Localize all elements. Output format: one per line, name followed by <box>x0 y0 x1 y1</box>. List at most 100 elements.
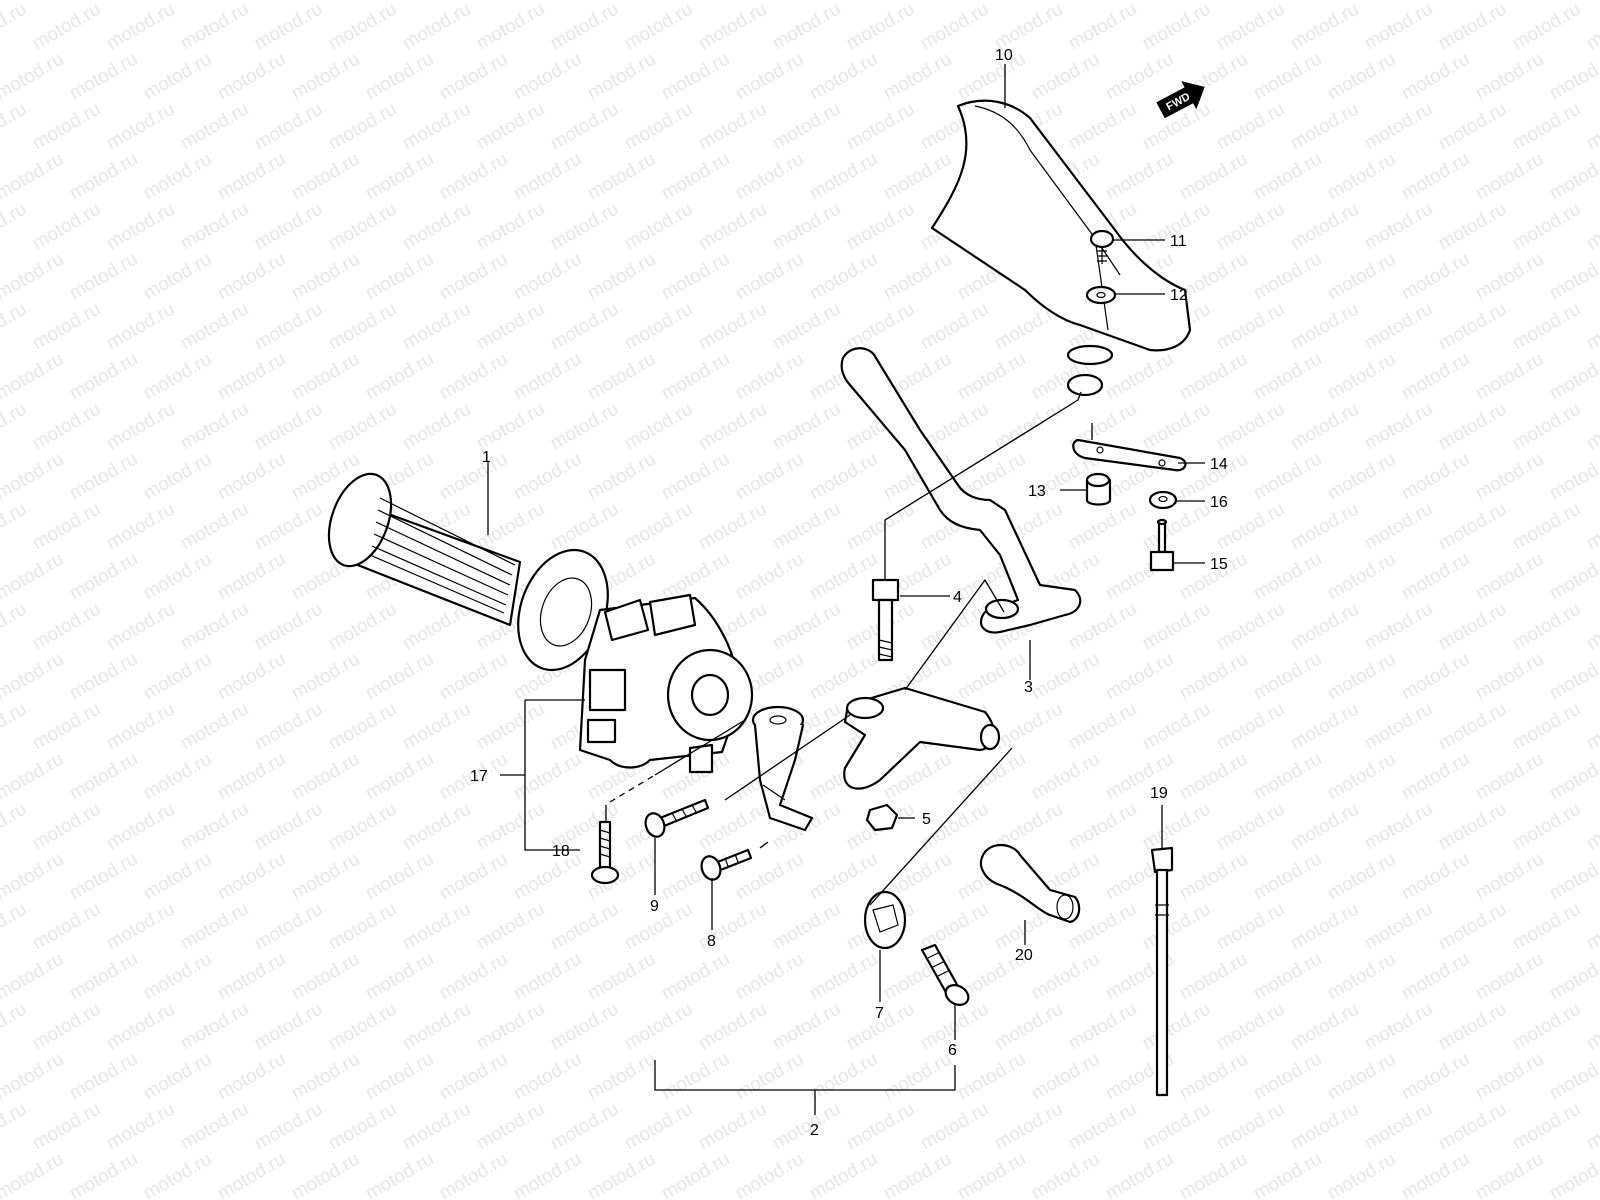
lever-holder <box>751 705 814 832</box>
watermark-text: motod.ru <box>288 149 363 205</box>
watermark-text: motod.ru <box>1361 399 1436 455</box>
watermark-text: motod.ru <box>436 0 511 4</box>
watermark-text: motod.ru <box>0 599 30 655</box>
watermark-text: motod.ru <box>177 999 252 1055</box>
callout-8: 8 <box>707 933 716 950</box>
watermark-text: motod.ru <box>1509 0 1584 54</box>
watermark-text: motod.ru <box>1176 649 1251 705</box>
watermark-text: motod.ru <box>1028 749 1103 805</box>
watermark-text: motod.ru <box>1583 999 1600 1055</box>
watermark-text: motod.ru <box>1509 899 1584 955</box>
watermark-text: motod.ru <box>436 1049 511 1105</box>
watermark-text: motod.ru <box>1102 349 1177 405</box>
watermark-text: motod.ru <box>621 299 696 355</box>
watermark-text: motod.ru <box>140 0 215 4</box>
watermark-text: motod.ru <box>1324 349 1399 405</box>
watermark-text: motod.ru <box>29 999 104 1055</box>
watermark-text: motod.ru <box>325 999 400 1055</box>
watermark-text: motod.ru <box>288 949 363 1005</box>
watermark-text: motod.ru <box>1250 449 1325 505</box>
watermark-text: motod.ru <box>1472 749 1547 805</box>
watermark-text: motod.ru <box>325 799 400 855</box>
watermark-text: motod.ru <box>584 349 659 405</box>
watermark-text: motod.ru <box>1028 0 1103 4</box>
watermark-text: motod.ru <box>473 399 548 455</box>
watermark-text: motod.ru <box>658 149 733 205</box>
watermark-text: motod.ru <box>1102 149 1177 205</box>
watermark-text: motod.ru <box>1435 1099 1510 1155</box>
watermark-text: motod.ru <box>399 199 474 255</box>
callout-5: 5 <box>922 811 931 828</box>
watermark-text: motod.ru <box>473 0 548 54</box>
watermark-text: motod.ru <box>0 349 67 405</box>
watermark-text: motod.ru <box>1324 49 1399 105</box>
watermark-text: motod.ru <box>0 1099 30 1155</box>
watermark-text: motod.ru <box>1287 899 1362 955</box>
watermark-text: motod.ru <box>1509 499 1584 555</box>
watermark-text: motod.ru <box>0 99 30 155</box>
watermark-text: motod.ru <box>1398 1149 1473 1200</box>
watermark-text: motod.ru <box>621 0 696 54</box>
watermark-text: motod.ru <box>29 899 104 955</box>
watermark-text: motod.ru <box>1361 799 1436 855</box>
watermark-text: motod.ru <box>66 449 141 505</box>
watermark-text: motod.ru <box>1065 799 1140 855</box>
watermark-text: motod.ru <box>1509 999 1584 1055</box>
watermark-text: motod.ru <box>1287 799 1362 855</box>
watermark-text: motod.ru <box>1213 799 1288 855</box>
callout-11: 11 <box>1170 233 1187 250</box>
watermark-text: motod.ru <box>510 249 585 305</box>
watermark-text: motod.ru <box>1250 749 1325 805</box>
callout-12: 12 <box>1170 287 1188 304</box>
watermark-text: motod.ru <box>103 899 178 955</box>
watermark-text: motod.ru <box>510 0 585 4</box>
watermark-text: motod.ru <box>103 0 178 54</box>
watermark-text: motod.ru <box>584 1049 659 1105</box>
watermark-text: motod.ru <box>177 399 252 455</box>
watermark-text: motod.ru <box>1287 499 1362 555</box>
screw-18 <box>590 820 620 885</box>
watermark-text: motod.ru <box>1361 0 1436 54</box>
watermark-text: motod.ru <box>1176 849 1251 905</box>
watermark-text: motod.ru <box>732 149 807 205</box>
callout-20: 20 <box>1015 947 1033 964</box>
watermark-text: motod.ru <box>29 699 104 755</box>
watermark-text: motod.ru <box>1509 799 1584 855</box>
watermark-text: motod.ru <box>1472 1049 1547 1105</box>
watermark-text: motod.ru <box>1472 49 1547 105</box>
watermark-text: motod.ru <box>436 849 511 905</box>
switch-housing-17 <box>578 593 754 774</box>
watermark-text: motod.ru <box>29 99 104 155</box>
watermark-text: motod.ru <box>140 1049 215 1105</box>
watermark-text: motod.ru <box>399 99 474 155</box>
watermark-text: motod.ru <box>1546 649 1600 705</box>
watermark-text: motod.ru <box>29 1099 104 1155</box>
watermark-text: motod.ru <box>843 299 918 355</box>
watermark-text: motod.ru <box>103 999 178 1055</box>
watermark-text: motod.ru <box>1250 249 1325 305</box>
watermark-text: motod.ru <box>1435 99 1510 155</box>
watermark-text: motod.ru <box>29 299 104 355</box>
watermark-text: motod.ru <box>1324 1149 1399 1200</box>
boot-20 <box>979 843 1081 924</box>
watermark-text: motod.ru <box>0 549 67 605</box>
watermark-text: motod.ru <box>1324 0 1399 4</box>
watermark-text: motod.ru <box>251 1099 326 1155</box>
watermark-text: motod.ru <box>510 449 585 505</box>
watermark-text: motod.ru <box>1509 199 1584 255</box>
watermark-text: motod.ru <box>547 899 622 955</box>
watermark-text: motod.ru <box>1583 1099 1600 1155</box>
watermark-text: motod.ru <box>473 99 548 155</box>
watermark-text: motod.ru <box>288 1049 363 1105</box>
watermark-text: motod.ru <box>1583 199 1600 255</box>
watermark-text: motod.ru <box>1472 549 1547 605</box>
watermark-text: motod.ru <box>769 1099 844 1155</box>
watermark-text: motod.ru <box>436 49 511 105</box>
watermark-text: motod.ru <box>1546 249 1600 305</box>
watermark-text: motod.ru <box>288 849 363 905</box>
watermark-text: motod.ru <box>621 199 696 255</box>
watermark-text: motod.ru <box>251 0 326 54</box>
watermark-text: motod.ru <box>177 299 252 355</box>
watermark-text: motod.ru <box>806 949 881 1005</box>
watermark-text: motod.ru <box>954 1049 1029 1105</box>
